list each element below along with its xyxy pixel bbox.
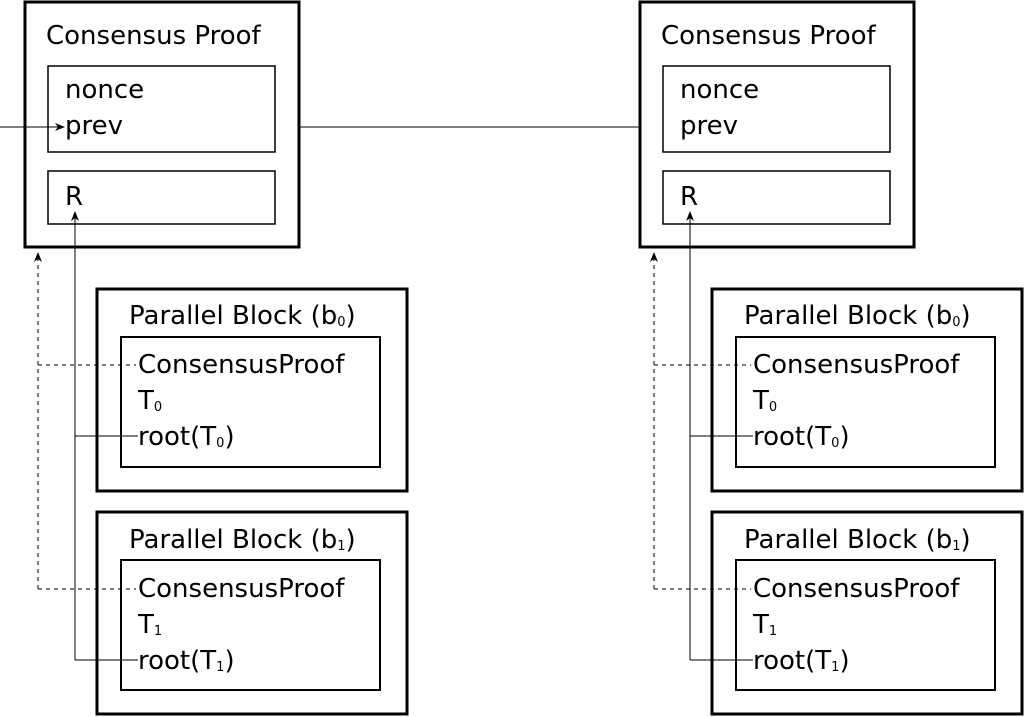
r-box <box>662 170 891 225</box>
r-box <box>47 170 276 225</box>
parallel-block-inner-box <box>120 336 381 468</box>
root-label: root(T1) <box>138 646 235 676</box>
prev-label: prev <box>680 111 739 141</box>
consensus-proof-title: Consensus Proof <box>46 21 261 51</box>
transaction-set-index: 1 <box>768 624 778 639</box>
block-index: 1 <box>337 539 346 554</box>
transaction-set-label: T1 <box>753 610 778 640</box>
block-index: 0 <box>952 315 961 330</box>
consensus-proof-ref-label: ConsensusProof <box>138 574 345 604</box>
block-index: 0 <box>337 315 346 330</box>
r-label: R <box>680 182 699 212</box>
root-index: 0 <box>216 436 225 451</box>
parallel-block-inner-box <box>735 559 996 691</box>
parallel-block-title: Parallel Block (b0) <box>129 301 356 331</box>
nonce-prev-box <box>662 65 891 153</box>
transaction-set-index: 0 <box>153 400 163 415</box>
root-label: root(T1) <box>753 646 850 676</box>
r-label: R <box>65 182 84 212</box>
transaction-set-label: T0 <box>138 386 163 416</box>
root-label: root(T0) <box>753 422 850 452</box>
block-index: 1 <box>952 539 961 554</box>
nonce-label: nonce <box>65 75 145 105</box>
consensus-proof-ref-label: ConsensusProof <box>753 350 960 380</box>
consensus-proof-title: Consensus Proof <box>661 21 876 51</box>
parallel-block-title: Parallel Block (b0) <box>744 301 971 331</box>
transaction-set-label: T0 <box>753 386 778 416</box>
column-1 <box>638 0 1024 716</box>
consensus-proof-ref-label: ConsensusProof <box>753 574 960 604</box>
parallel-block-inner-box <box>120 559 381 691</box>
transaction-set-index: 1 <box>153 624 163 639</box>
root-index: 1 <box>216 660 225 675</box>
consensus-proof-ref-label: ConsensusProof <box>138 350 345 380</box>
root-index: 1 <box>831 660 840 675</box>
nonce-prev-box <box>47 65 276 153</box>
nonce-label: nonce <box>680 75 760 105</box>
prev-label: prev <box>65 111 124 141</box>
root-index: 0 <box>831 436 840 451</box>
transaction-set-index: 0 <box>768 400 778 415</box>
parallel-block-inner-box <box>735 336 996 468</box>
parallel-block-title: Parallel Block (b1) <box>129 525 356 555</box>
root-label: root(T0) <box>138 422 235 452</box>
parallel-block-title: Parallel Block (b1) <box>744 525 971 555</box>
transaction-set-label: T1 <box>138 610 163 640</box>
column-0 <box>0 0 409 716</box>
